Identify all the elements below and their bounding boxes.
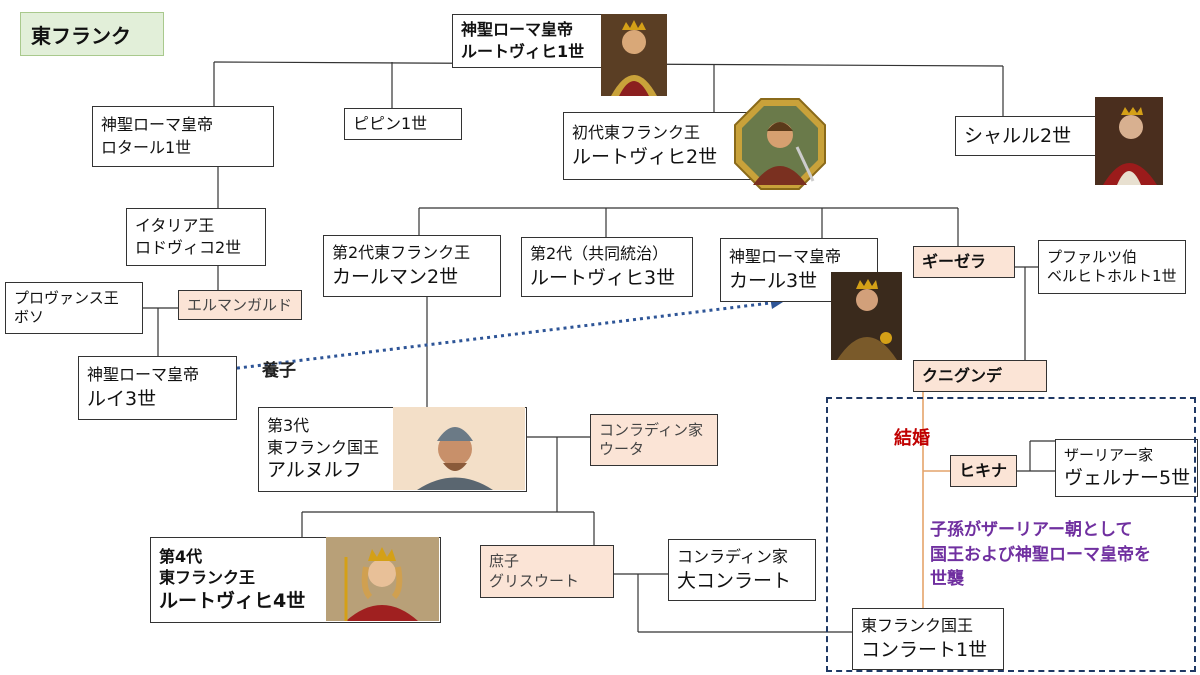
person-pippin-1: ピピン1世 bbox=[344, 108, 462, 140]
person-lothar-1-title: 神聖ローマ皇帝 bbox=[101, 115, 214, 135]
person-boso-title: プロヴァンス王 bbox=[14, 288, 119, 307]
person-ludovico-2-title: イタリア王 bbox=[135, 215, 215, 235]
person-ludwig-1: 神聖ローマ皇帝 ルートヴィヒ1世 bbox=[452, 14, 602, 68]
person-arnulf-title: 東フランク国王 bbox=[267, 437, 380, 457]
person-ludovico-2-name: ロドヴィコ2世 bbox=[135, 238, 242, 257]
person-ludwig-2: 初代東フランク王 ルートヴィヒ2世 bbox=[563, 112, 751, 180]
person-ludovico-2: イタリア王 ロドヴィコ2世 bbox=[126, 208, 266, 266]
person-conrad-1-name: コンラート1世 bbox=[861, 638, 988, 661]
person-berthold-1: プファルツ伯 ベルヒトホルト1世 bbox=[1038, 240, 1186, 294]
person-ludwig-3: 第2代（共同統治） ルートヴィヒ3世 bbox=[521, 237, 693, 297]
person-karlmann-2-name: カールマン2世 bbox=[332, 265, 459, 288]
person-uta-family: コンラディン家 bbox=[599, 420, 703, 439]
person-hichina-name: ヒキナ bbox=[959, 460, 1008, 480]
person-lothar-1-name: ロタール1世 bbox=[101, 137, 192, 157]
person-uta-name: ウータ bbox=[599, 440, 645, 458]
person-ludwig-4-rank: 第4代 bbox=[159, 546, 203, 566]
person-karlmann-2: 第2代東フランク王 カールマン2世 bbox=[323, 235, 501, 297]
person-boso: プロヴァンス王 ボソ bbox=[5, 282, 143, 334]
person-ludwig-2-name: ルートヴィヒ2世 bbox=[572, 145, 718, 168]
salian-dynasty-note: 子孫がザーリアー朝として 国王および神聖ローマ皇帝を 世襲 bbox=[930, 518, 1151, 592]
person-pippin-1-name: ピピン1世 bbox=[353, 113, 428, 133]
person-conrad-1-title: 東フランク国王 bbox=[861, 615, 974, 635]
person-ludwig-1-title: 神聖ローマ皇帝 bbox=[461, 19, 574, 39]
person-ludwig-3-title: 第2代（共同統治） bbox=[530, 243, 669, 263]
person-ludwig-4-name: ルートヴィヒ4世 bbox=[159, 589, 306, 612]
person-kunigunde: クニグンデ bbox=[913, 360, 1047, 392]
karl-3-portrait bbox=[831, 272, 902, 360]
person-conrad-elder-name: 大コンラート bbox=[677, 569, 792, 592]
salian-lineage-frame bbox=[826, 397, 1196, 672]
ludwig-2-portrait bbox=[733, 97, 827, 191]
person-louis-3-name: ルイ3世 bbox=[87, 387, 157, 410]
person-ermengard-name: エルマンガルド bbox=[187, 295, 293, 314]
person-berthold-1-title: プファルツ伯 bbox=[1047, 247, 1138, 266]
person-gisela-name: ギーゼラ bbox=[922, 251, 987, 271]
person-ludwig-1-name: ルートヴィヒ1世 bbox=[461, 42, 585, 61]
person-kunigunde-name: クニグンデ bbox=[922, 365, 1003, 385]
person-zwentibold-title: 庶子 bbox=[489, 552, 520, 570]
person-ludwig-3-name: ルートヴィヒ3世 bbox=[530, 266, 676, 289]
salian-note-line-3: 世襲 bbox=[930, 569, 964, 590]
ludwig-1-portrait bbox=[601, 14, 667, 96]
charles-2-portrait bbox=[1095, 97, 1163, 185]
person-werner-5-name: ヴェルナー5世 bbox=[1064, 467, 1191, 490]
salian-note-line-2: 国王および神聖ローマ皇帝を bbox=[930, 544, 1151, 565]
marriage-label: 結婚 bbox=[894, 428, 930, 449]
person-arnulf-name: アルヌルフ bbox=[267, 459, 362, 482]
person-boso-name: ボソ bbox=[14, 308, 45, 326]
person-conrad-elder: コンラディン家 大コンラート bbox=[668, 539, 816, 601]
person-karl-3: 神聖ローマ皇帝 カール3世 bbox=[720, 238, 878, 302]
person-charles-2: シャルル2世 bbox=[955, 116, 1097, 156]
salian-note-line-1: 子孫がザーリアー朝として bbox=[930, 520, 1133, 540]
person-ermengard: エルマンガルド bbox=[178, 290, 302, 320]
person-berthold-1-name: ベルヒトホルト1世 bbox=[1047, 267, 1177, 285]
arnulf-portrait bbox=[393, 407, 525, 490]
page-title: 東フランク bbox=[20, 12, 164, 56]
person-karlmann-2-title: 第2代東フランク王 bbox=[332, 242, 471, 262]
person-lothar-1: 神聖ローマ皇帝 ロタール1世 bbox=[92, 106, 274, 167]
person-uta: コンラディン家 ウータ bbox=[590, 414, 718, 466]
person-arnulf-rank: 第3代 bbox=[267, 416, 310, 436]
person-louis-3-title: 神聖ローマ皇帝 bbox=[87, 364, 200, 384]
person-ludwig-4-title: 東フランク王 bbox=[159, 568, 256, 588]
person-werner-5-family: ザーリアー家 bbox=[1064, 445, 1154, 464]
person-gisela: ギーゼラ bbox=[913, 246, 1015, 278]
person-karl-3-name: カール3世 bbox=[729, 269, 818, 292]
person-conrad-elder-family: コンラディン家 bbox=[677, 546, 788, 566]
person-conrad-1: 東フランク国王 コンラート1世 bbox=[852, 608, 1004, 670]
person-karl-3-title: 神聖ローマ皇帝 bbox=[729, 246, 842, 266]
person-charles-2-name: シャルル2世 bbox=[964, 124, 1072, 147]
ludwig-4-portrait bbox=[326, 537, 439, 621]
person-hichina: ヒキナ bbox=[950, 455, 1017, 487]
person-zwentibold: 庶子 グリスウート bbox=[480, 545, 614, 598]
person-zwentibold-name: グリスウート bbox=[489, 571, 580, 590]
person-werner-5: ザーリアー家 ヴェルナー5世 bbox=[1055, 439, 1198, 497]
adoption-label: 養子 bbox=[262, 361, 296, 381]
person-ludwig-2-title: 初代東フランク王 bbox=[572, 122, 701, 142]
person-louis-3: 神聖ローマ皇帝 ルイ3世 bbox=[78, 356, 237, 420]
